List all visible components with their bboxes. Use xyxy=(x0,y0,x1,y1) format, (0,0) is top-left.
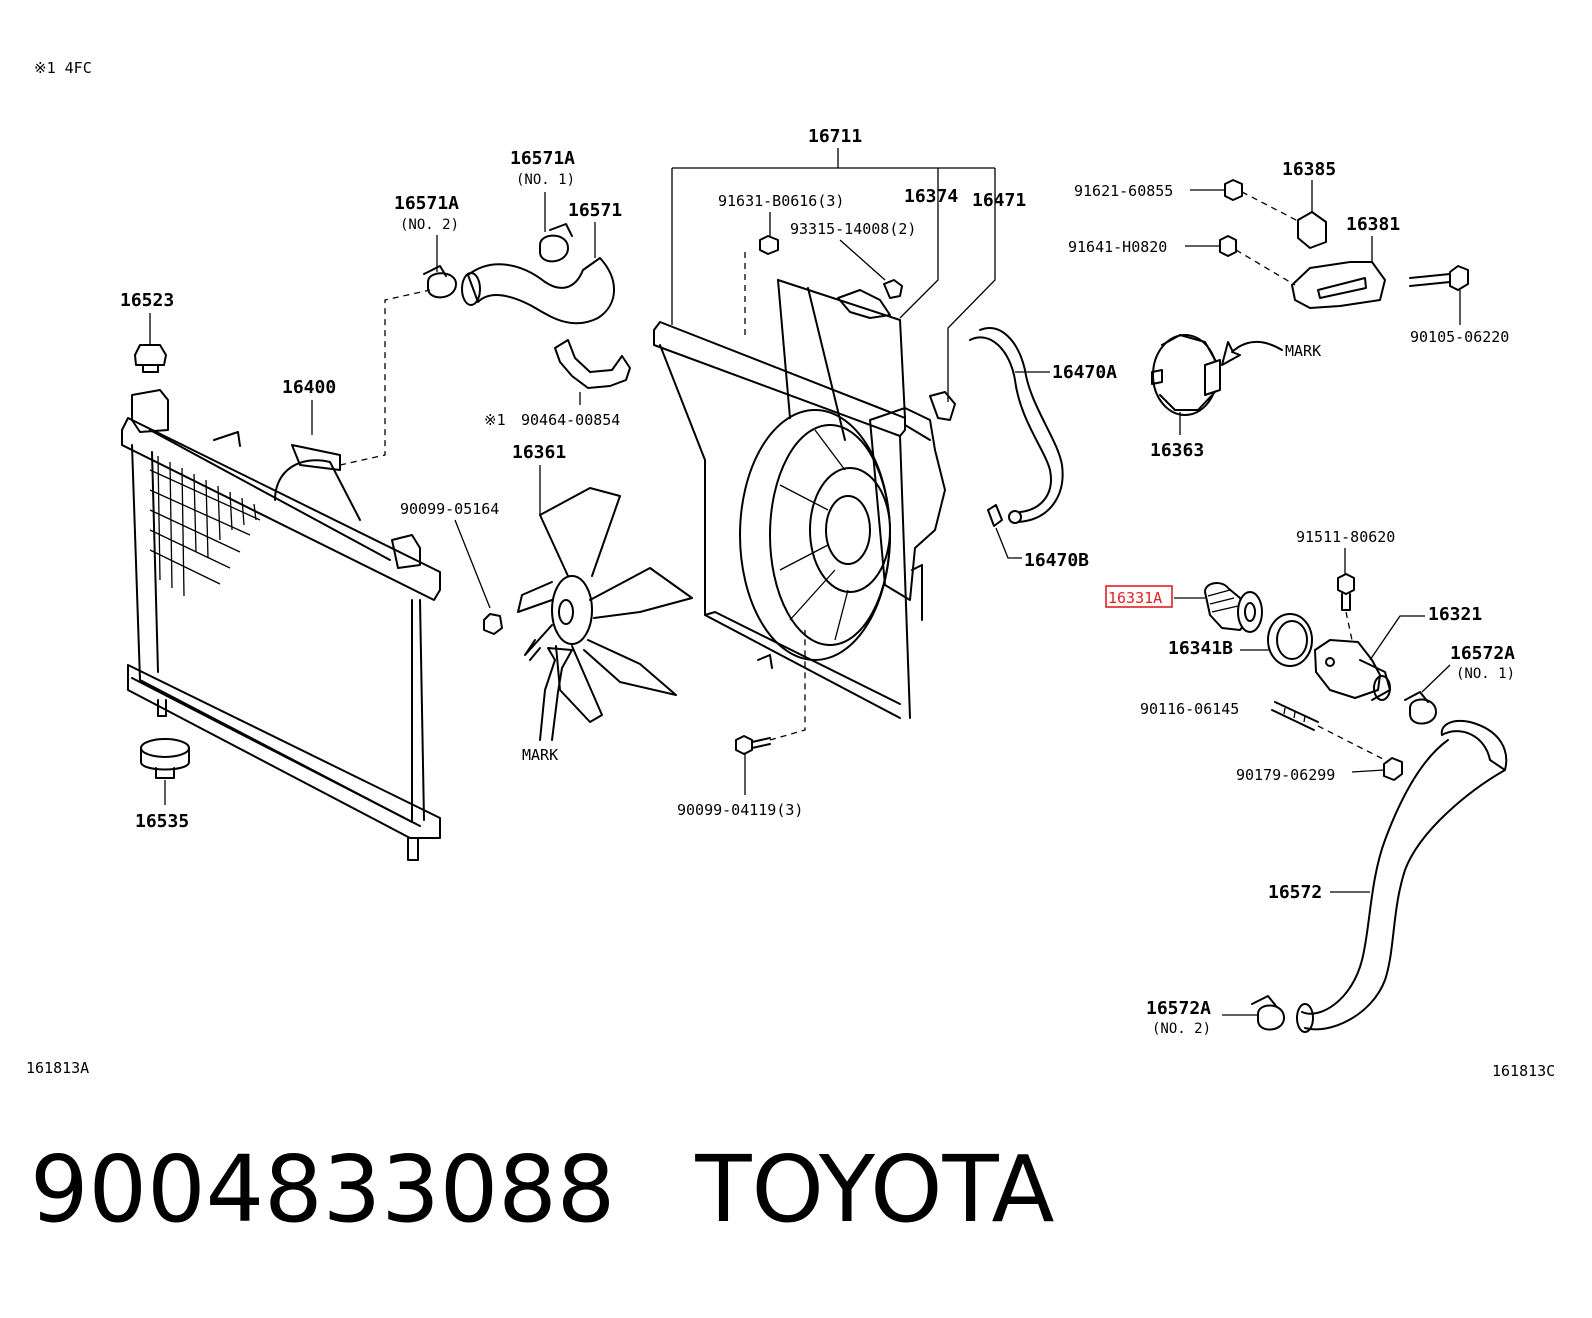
overflow-hose-drawing xyxy=(969,327,1064,524)
label-16341b: 16341B xyxy=(1168,638,1233,659)
label-16572a-no1: 16572A xyxy=(1450,643,1515,664)
bolt-91641-drawing xyxy=(1219,235,1237,257)
upper-hose-drawing xyxy=(461,257,615,325)
label-16571a-no1-sub: (NO. 1) xyxy=(516,172,575,188)
label-91511-80620: 91511-80620 xyxy=(1296,528,1395,546)
bolt-90099-04119-drawing xyxy=(735,735,771,755)
label-90464-mark: ※1 xyxy=(484,411,506,429)
label-16571a-no2-sub: (NO. 2) xyxy=(400,217,459,233)
thermostat-16331a-drawing xyxy=(1204,582,1263,633)
small-clip-16470b-drawing xyxy=(987,504,1003,527)
bracket-16381-drawing xyxy=(1291,261,1386,309)
label-16572a-no1-sub: (NO. 1) xyxy=(1456,666,1515,682)
label-16385: 16385 xyxy=(1282,159,1336,180)
label-90179-06299: 90179-06299 xyxy=(1236,766,1335,784)
radiator-drawing xyxy=(121,389,441,861)
label-91641-h0820: 91641-H0820 xyxy=(1068,238,1167,256)
highlight-box xyxy=(1105,585,1173,608)
footer-caption: 9004833088 TOYOTA xyxy=(30,1135,1055,1245)
label-16572a-no2: 16572A xyxy=(1146,998,1211,1019)
bolt-91511-drawing xyxy=(1337,573,1355,611)
label-16571a-no2: 16571A xyxy=(394,193,459,214)
label-16471: 16471 xyxy=(972,190,1026,211)
label-91631-b0616: 91631-B0616(3) xyxy=(718,192,844,210)
label-mark-fan: MARK xyxy=(522,746,558,764)
label-16711: 16711 xyxy=(808,126,862,147)
fan-motor-16363-drawing xyxy=(1151,334,1221,416)
nut-90099-05164-drawing xyxy=(483,613,503,635)
label-93315-14008: 93315-14008(2) xyxy=(790,220,916,238)
label-16470b: 16470B xyxy=(1024,550,1089,571)
label-16400: 16400 xyxy=(282,377,336,398)
label-mark-motor: MARK xyxy=(1285,342,1321,360)
bolt-91631-drawing xyxy=(759,235,779,255)
label-16571a-no1: 16571A xyxy=(510,148,575,169)
header-note: ※1 4FC xyxy=(34,59,92,77)
bolt-91621-drawing xyxy=(1224,179,1243,201)
label-16572: 16572 xyxy=(1268,882,1322,903)
label-90116-06145: 90116-06145 xyxy=(1140,700,1239,718)
label-90464-00854: 90464-00854 xyxy=(521,411,620,429)
water-inlet-16321-drawing xyxy=(1314,639,1391,701)
label-91621-60855: 91621-60855 xyxy=(1074,182,1173,200)
part-number: 9004833088 xyxy=(30,1136,616,1243)
fan-shroud-drawing xyxy=(653,279,956,719)
nut-16385-drawing xyxy=(1297,211,1327,249)
lower-hose-16572-drawing xyxy=(1296,720,1508,1033)
label-90099-05164: 90099-05164 xyxy=(400,500,499,518)
label-16331a: 16331A xyxy=(1108,589,1162,607)
label-16571: 16571 xyxy=(568,200,622,221)
bolt-90105-drawing xyxy=(1409,265,1469,291)
gasket-16341b-drawing xyxy=(1267,613,1313,667)
label-16535: 16535 xyxy=(135,811,189,832)
image-code-right: 161813C xyxy=(1492,1062,1555,1080)
label-16470a: 16470A xyxy=(1052,362,1117,383)
label-16374: 16374 xyxy=(904,186,958,207)
brand-name: TOYOTA xyxy=(695,1136,1055,1243)
label-90099-04119: 90099-04119(3) xyxy=(677,801,803,819)
label-16361: 16361 xyxy=(512,442,566,463)
screw-93315-drawing xyxy=(883,279,903,299)
image-code-left: 161813A xyxy=(26,1059,89,1077)
label-16572a-no2-sub: (NO. 2) xyxy=(1152,1021,1211,1037)
label-16523: 16523 xyxy=(120,290,174,311)
label-90105-06220: 90105-06220 xyxy=(1410,328,1509,346)
clamp-16572a-no1-drawing xyxy=(1404,691,1437,725)
clamp-no2-drawing xyxy=(423,265,457,299)
label-16381: 16381 xyxy=(1346,214,1400,235)
radiator-mount-drawing xyxy=(140,738,190,779)
clip-drawing xyxy=(554,339,631,389)
radiator-cap-drawing xyxy=(134,344,167,373)
clamp-16572a-no2-drawing xyxy=(1251,995,1285,1031)
label-16363: 16363 xyxy=(1150,440,1204,461)
clamp-no1-drawing xyxy=(539,223,573,263)
fan-drawing xyxy=(517,487,693,723)
stud-90116-drawing xyxy=(1271,701,1319,731)
nut-90179-drawing xyxy=(1383,757,1403,781)
label-16321: 16321 xyxy=(1428,604,1482,625)
